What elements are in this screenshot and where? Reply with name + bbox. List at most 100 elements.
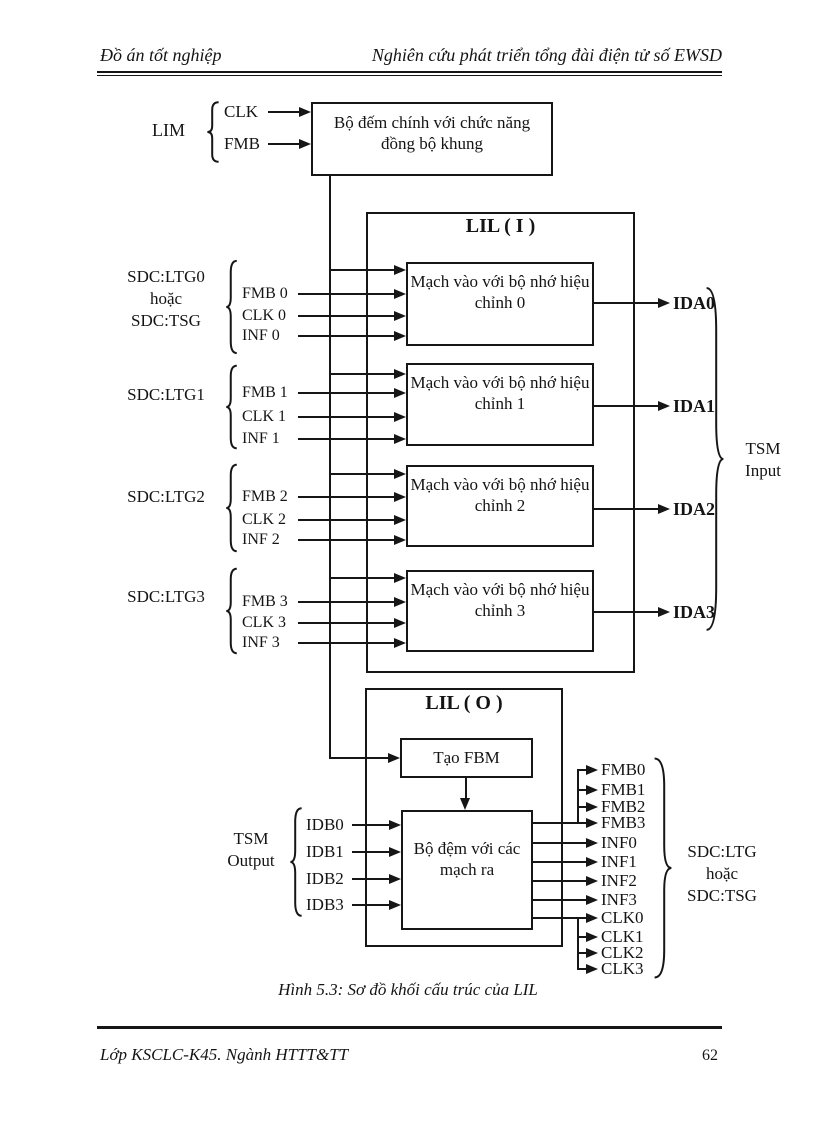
arrow-head [299, 139, 311, 149]
tsm-output-label-2: Output [227, 851, 275, 870]
wire [330, 757, 388, 759]
wire [329, 176, 331, 759]
wire [298, 622, 394, 624]
tsm-input-brace [703, 281, 727, 637]
arrow-head [388, 753, 400, 763]
out-signal-label: INF1 [601, 852, 637, 871]
dest-label: SDC:LTG [687, 842, 757, 861]
brace-group-2 [225, 463, 238, 553]
wire [268, 111, 299, 113]
input-circuit-block-2: Mạch vào với bộ nhớ hiệu chỉnh 2 [406, 465, 594, 547]
wire [352, 878, 389, 880]
signal-label: FMB 2 [242, 488, 288, 505]
input-circuit-block-0: Mạch vào với bộ nhớ hiệu chỉnh 0 [406, 262, 594, 346]
arrow-head [586, 964, 598, 974]
footer-rule [97, 1026, 722, 1029]
wire [298, 496, 394, 498]
arrow-head [658, 607, 670, 617]
wire [298, 539, 394, 541]
arrow-head [658, 504, 670, 514]
lim-fmb-label: FMB [224, 134, 260, 153]
wire [577, 769, 586, 771]
wire [533, 861, 586, 863]
brace-group-0 [225, 259, 238, 355]
arrow-head [389, 820, 401, 830]
dest-label: SDC:TSG [687, 886, 757, 905]
header-rule-thick [97, 71, 722, 73]
wire [298, 392, 394, 394]
ida-label: IDA2 [673, 499, 716, 519]
arrow-head [586, 838, 598, 848]
lim-brace [206, 101, 220, 163]
out-signal-label: FMB3 [601, 813, 646, 832]
wire [577, 917, 579, 970]
signal-label: CLK 0 [242, 307, 286, 324]
arrow-head [389, 874, 401, 884]
dest-label-group: SDC:LTG hoặc SDC:TSG [674, 841, 770, 907]
out-signal-label: INF2 [601, 871, 637, 890]
out-signal-label: FMB1 [601, 780, 646, 799]
wire [594, 611, 658, 613]
wire [577, 806, 586, 808]
arrow-head [394, 597, 406, 607]
ida-label: IDA0 [673, 293, 716, 313]
out-signal-label: FMB2 [601, 797, 646, 816]
lim-label: LIM [152, 120, 185, 140]
lil-i-title: LIL ( I ) [465, 215, 536, 237]
wire [298, 438, 394, 440]
signal-label: FMB 1 [242, 384, 288, 401]
signal-label: INF 2 [242, 531, 280, 548]
arrow-head [299, 107, 311, 117]
wire [594, 302, 658, 304]
arrow-head [658, 401, 670, 411]
brace-group-3 [225, 567, 238, 655]
source-label-group-2: SDC:LTG2 [127, 487, 205, 506]
wire [352, 851, 389, 853]
signal-label: INF 3 [242, 634, 280, 651]
tsm-output-label-1: TSM [233, 829, 269, 848]
wire [533, 842, 586, 844]
wire [298, 642, 394, 644]
lil-o-box [365, 688, 563, 947]
input-circuit-block-3: Mạch vào với bộ nhớ hiệu chỉnh 3 [406, 570, 594, 652]
wire [352, 824, 389, 826]
wire [577, 936, 586, 938]
idb-label: IDB0 [306, 815, 344, 834]
counter-box: Bộ đếm chính với chức năng đồng bộ khung [311, 102, 553, 176]
wire [594, 508, 658, 510]
page-number: 62 [702, 1047, 718, 1064]
wire [298, 601, 394, 603]
idb-label: IDB2 [306, 869, 344, 888]
arrow-head [586, 948, 598, 958]
arrow-head [460, 798, 470, 810]
ida-label: IDA3 [673, 602, 716, 622]
out-signal-label: CLK0 [601, 908, 644, 927]
arrow-head [394, 469, 406, 479]
arrow-head [394, 618, 406, 628]
output-buffer-box: Bộ đệm với các mạch ra [401, 810, 533, 930]
out-signal-label: FMB0 [601, 760, 646, 779]
arrow-head [586, 765, 598, 775]
signal-label: INF 1 [242, 430, 280, 447]
signal-label: INF 0 [242, 327, 280, 344]
arrow-head [394, 573, 406, 583]
fbm-box: Tạo FBM [400, 738, 533, 778]
out-signal-label: INF0 [601, 833, 637, 852]
tsm-input-label-1: TSM [745, 439, 781, 458]
signal-label: CLK 2 [242, 511, 286, 528]
brace-group-1 [225, 364, 238, 450]
wire [577, 789, 586, 791]
source-label-group-0: SDC:LTG0 hoặc SDC:TSG [110, 266, 222, 332]
wire [594, 405, 658, 407]
wire [533, 917, 586, 919]
arrow-head [586, 818, 598, 828]
wire [330, 373, 394, 375]
wire [330, 473, 394, 475]
arrow-head [394, 535, 406, 545]
wire [577, 952, 586, 954]
figure-caption: Hình 5.3: Sơ đồ khối cấu trúc của LIL [278, 980, 538, 999]
arrow-head [394, 331, 406, 341]
wire [330, 577, 394, 579]
wire [298, 335, 394, 337]
